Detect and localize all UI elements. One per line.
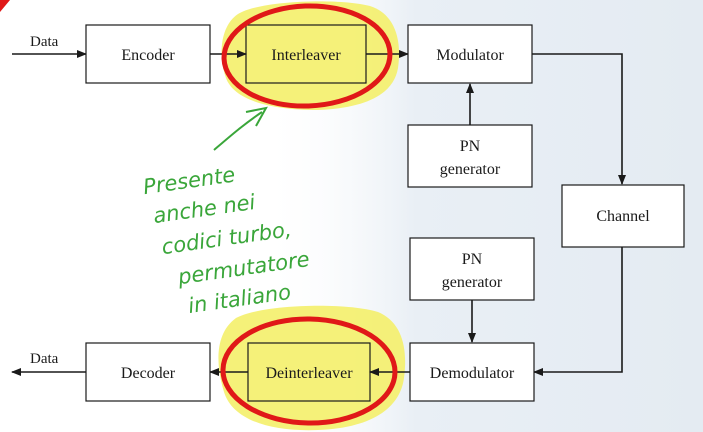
pn-generator-bottom-block [409, 237, 535, 301]
pn-generator-top-label: PN [460, 138, 481, 155]
pn-generator-bottom-label: PN [462, 251, 483, 268]
pn-generator-top-label-2: generator [440, 161, 501, 178]
red-circle-interleaver [221, 3, 393, 109]
pn-generator-bottom-label-2: generator [442, 274, 503, 291]
handwritten-pointer-arrow [213, 106, 268, 151]
interleaver-label: Interleaver [271, 47, 341, 64]
demodulator-block [409, 342, 535, 402]
channel-to-demodulator-arrow [533, 247, 623, 376]
channel-label: Channel [596, 208, 650, 225]
modulator-label: Modulator [436, 47, 504, 64]
channel-block [561, 184, 685, 248]
encoder-label: Encoder [121, 47, 175, 64]
modulator-block [407, 24, 533, 84]
red-corner-mark [0, 0, 10, 12]
modulator-to-channel-arrow [532, 53, 626, 185]
decoder-block [85, 342, 211, 402]
demodulator-label: Demodulator [430, 365, 515, 382]
data-out-label: Data [30, 351, 59, 367]
deinterleaver-label: Deinterleaver [265, 365, 353, 382]
red-circle-deinterleaver [220, 316, 398, 426]
encoder-block [85, 24, 211, 84]
pn-generator-top-block [407, 124, 533, 188]
data-in-label: Data [30, 34, 59, 50]
highlight-deinterleaver [218, 305, 406, 431]
decoder-label: Decoder [121, 365, 176, 382]
